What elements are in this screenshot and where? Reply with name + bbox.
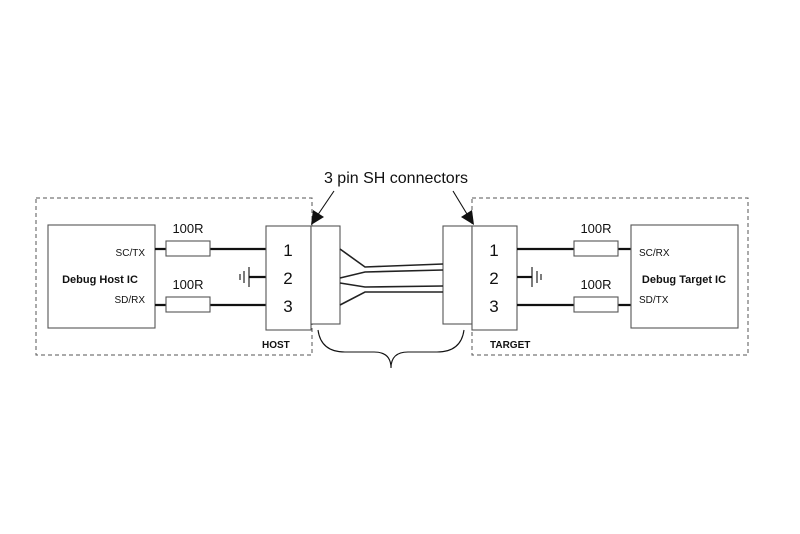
host-pin-3: 3 <box>283 297 292 316</box>
host-resistor-top <box>165 240 211 257</box>
target-resistor-bottom <box>573 296 619 313</box>
host-plug <box>310 225 341 325</box>
target-pin-1: 1 <box>489 241 498 260</box>
host-pin-tx-label: SC/TX <box>116 248 146 259</box>
cable <box>339 248 444 306</box>
host-pin-1: 1 <box>283 241 292 260</box>
host-pin-rx-label: SD/RX <box>114 295 145 306</box>
target-plug <box>442 225 473 325</box>
target-pin-rx-label: SC/RX <box>639 248 670 259</box>
target-connector <box>471 225 518 331</box>
target-resistor-top-label: 100R <box>580 221 611 236</box>
target-section-label: TARGET <box>490 340 530 351</box>
target-ic-box <box>630 224 739 329</box>
target-pin-2: 2 <box>489 269 498 288</box>
target-resistor-bottom-label: 100R <box>580 277 611 292</box>
host-ic-box <box>47 224 156 329</box>
host-ic-label: Debug Host IC <box>62 274 138 286</box>
host-pin-2: 2 <box>283 269 292 288</box>
host-section-label: HOST <box>262 340 290 351</box>
target-pin-tx-label: SD/TX <box>639 295 669 306</box>
cable-brace <box>317 329 465 369</box>
target-ic-label: Debug Target IC <box>642 274 726 286</box>
host-resistor-top-label: 100R <box>172 221 203 236</box>
callout-label: 3 pin SH connectors <box>324 170 468 187</box>
target-ground-icon <box>531 267 542 287</box>
host-connector <box>265 225 312 331</box>
host-ground-icon <box>239 267 250 287</box>
callout-arrow-right <box>452 190 474 225</box>
host-resistor-bottom-label: 100R <box>172 277 203 292</box>
target-resistor-top <box>573 240 619 257</box>
host-enclosure <box>35 197 313 356</box>
target-pin-3: 3 <box>489 297 498 316</box>
host-resistor-bottom <box>165 296 211 313</box>
callout-arrow-left <box>311 190 335 225</box>
